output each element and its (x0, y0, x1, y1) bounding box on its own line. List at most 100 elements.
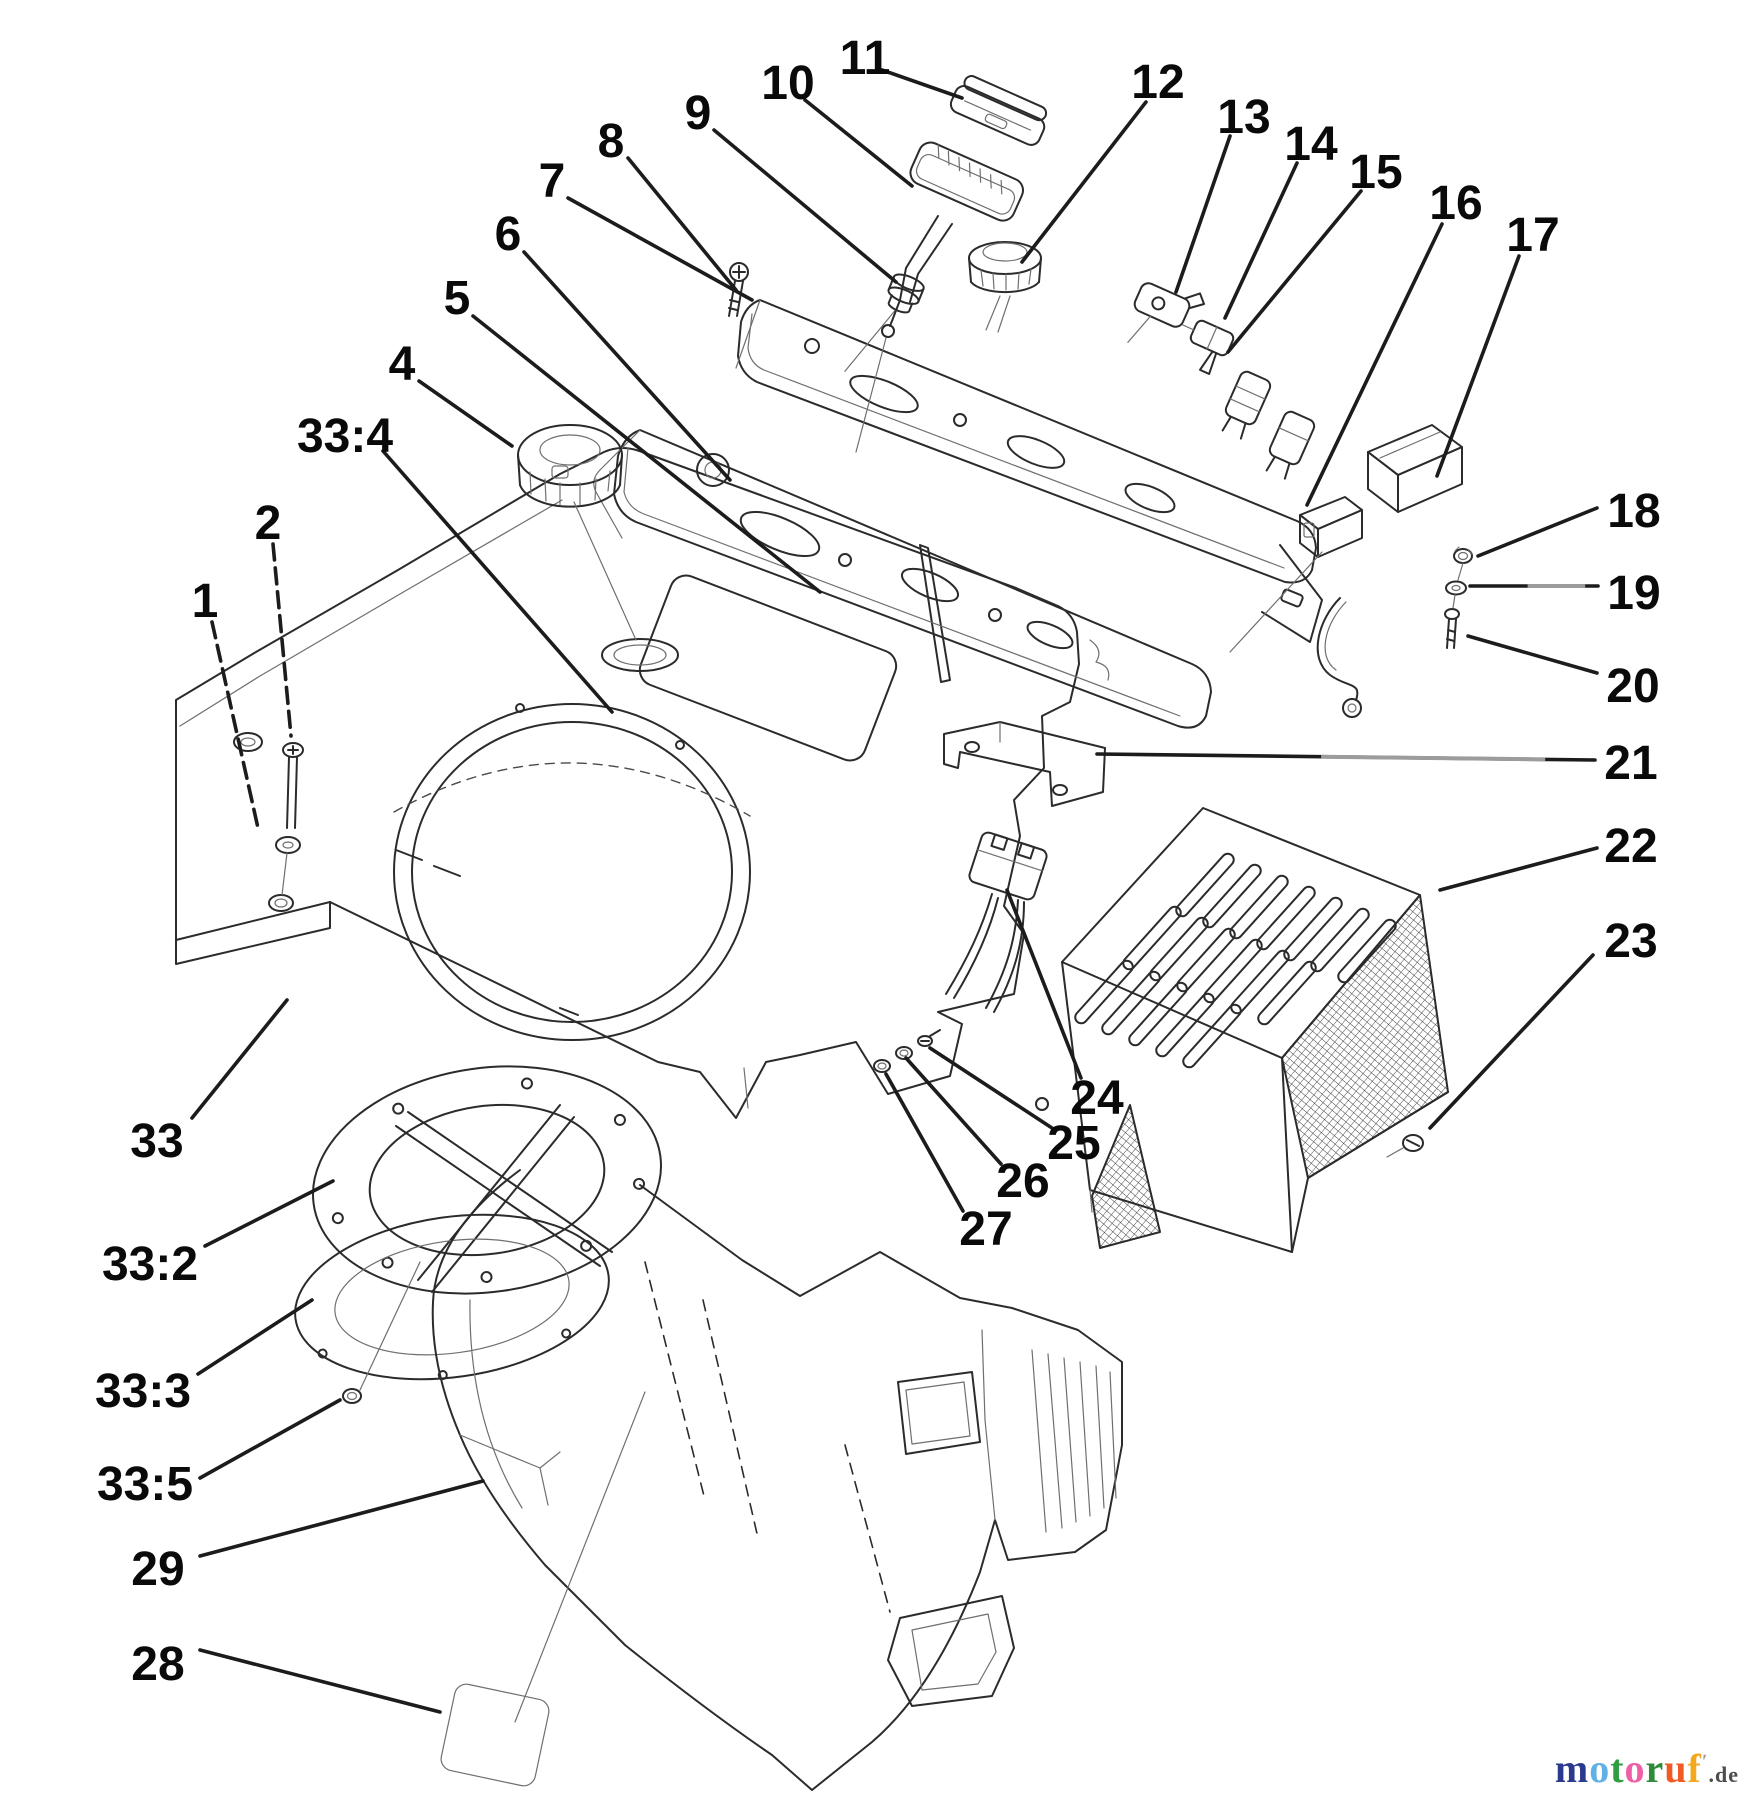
watermark-letter: m (1554, 1746, 1590, 1791)
leader-line-17 (1435, 254, 1521, 478)
leader-line-13 (1174, 134, 1232, 294)
callout-label-1: 1 (192, 575, 219, 628)
part-choke-key (1182, 319, 1235, 375)
callout-11: 11 (840, 32, 964, 100)
callout-10: 10 (761, 57, 914, 188)
leader-line-gray-21 (1321, 754, 1546, 762)
leader-line-33:3 (196, 1298, 314, 1376)
part-decal (440, 1683, 550, 1787)
callout-23: 23 (1428, 915, 1658, 1130)
callout-9: 9 (685, 87, 898, 284)
callout-4: 4 (389, 338, 514, 448)
callout-13: 13 (1174, 91, 1271, 294)
watermark-letter: o (1589, 1746, 1611, 1791)
watermark-tick: ʹ (1701, 1751, 1709, 1773)
callout-label-23: 23 (1604, 915, 1657, 968)
part-gasket-ring (294, 1213, 610, 1404)
callout-1: 1 (192, 575, 260, 830)
part-clamp-ring (312, 1065, 662, 1295)
callout-label-11: 11 (840, 32, 891, 85)
callout-22: 22 (1438, 820, 1658, 892)
watermark-letter: u (1664, 1746, 1688, 1791)
part-wire-connector (945, 831, 1048, 1013)
part-bracket (943, 721, 1106, 807)
callout-label-27: 27 (959, 1203, 1012, 1256)
leader-line-2 (271, 542, 293, 738)
callout-label-5: 5 (444, 272, 471, 325)
watermark-letter: f (1687, 1746, 1702, 1791)
leader-line-23 (1428, 953, 1595, 1130)
callout-label-24: 24 (1070, 1072, 1124, 1125)
leader-line-15 (1226, 189, 1363, 354)
callout-label-28: 28 (131, 1638, 184, 1691)
leader-line-12 (1020, 100, 1148, 264)
leader-line-29 (198, 1479, 485, 1558)
leader-line-26 (904, 1056, 1003, 1166)
callout-label-18: 18 (1607, 485, 1660, 538)
callout-8: 8 (598, 115, 738, 292)
leader-line-18 (1476, 506, 1599, 558)
part-mount-plate (233, 732, 304, 912)
callout-label-19: 19 (1607, 567, 1660, 620)
callout-label-16: 16 (1429, 177, 1482, 230)
leader-line-24 (1005, 888, 1083, 1080)
callout-label-6: 6 (495, 208, 522, 261)
watermark-letter: r (1645, 1746, 1665, 1791)
leader-line-5 (471, 314, 822, 594)
leader-line-8 (626, 156, 738, 292)
callout-label-17: 17 (1506, 209, 1559, 262)
callout-label-33:3: 33:3 (95, 1365, 191, 1418)
callout-33:2: 33:2 (102, 1179, 335, 1291)
leader-line-9 (712, 128, 898, 284)
part-main-shroud (175, 447, 1080, 1119)
leader-line-4 (417, 379, 514, 448)
callout-16: 16 (1305, 177, 1483, 507)
watermark-logo[interactable]: motorufʹ.de (1555, 1745, 1739, 1792)
part-retainer-plate (1127, 282, 1206, 343)
callout-18: 18 (1476, 485, 1661, 558)
callout-6: 6 (495, 208, 732, 482)
callout-label-15: 15 (1349, 146, 1402, 199)
part-panel-screw (728, 262, 749, 317)
callout-33:3: 33:3 (95, 1298, 314, 1418)
callout-19: 19 (1468, 567, 1661, 620)
callout-33:5: 33:5 (97, 1398, 342, 1511)
callout-27: 27 (884, 1072, 1013, 1256)
callout-12: 12 (1020, 56, 1185, 264)
leader-line-14 (1223, 161, 1299, 320)
callout-label-20: 20 (1606, 660, 1659, 713)
callout-2: 2 (255, 497, 293, 738)
vent-slots (1074, 852, 1397, 1069)
callout-label-2: 2 (255, 497, 282, 550)
callout-label-7: 7 (539, 155, 566, 208)
callout-33: 33 (130, 998, 289, 1168)
leader-line-33 (190, 998, 289, 1120)
callout-label-29: 29 (131, 1543, 184, 1596)
watermark-letter: t (1610, 1746, 1625, 1791)
callout-label-8: 8 (598, 115, 625, 168)
callout-label-4: 4 (389, 338, 416, 391)
callout-label-14: 14 (1284, 118, 1338, 171)
callout-20: 20 (1466, 634, 1660, 713)
part-vented-cover (1035, 807, 1449, 1253)
part-upper-panel (735, 299, 1323, 643)
callout-label-33: 33 (130, 1115, 183, 1168)
leader-line-28 (198, 1648, 442, 1714)
callout-28: 28 (131, 1638, 442, 1714)
callout-17: 17 (1435, 209, 1560, 478)
callout-label-21: 21 (1604, 737, 1657, 790)
callout-25: 25 (928, 1046, 1101, 1170)
callout-label-33:5: 33:5 (97, 1458, 193, 1511)
callout-label-22: 22 (1604, 820, 1657, 873)
part-lower-panel (593, 429, 1212, 729)
callout-15: 15 (1226, 146, 1403, 354)
leader-line-27 (884, 1072, 965, 1213)
leader-line-7 (566, 196, 754, 302)
part-inlet-braces (395, 1104, 613, 1293)
leader-line-16 (1305, 222, 1444, 507)
callout-label-12: 12 (1131, 56, 1184, 109)
watermark-suffix: .de (1708, 1762, 1739, 1787)
callout-21: 21 (1095, 737, 1658, 790)
part-cover-screw (1386, 1134, 1424, 1158)
